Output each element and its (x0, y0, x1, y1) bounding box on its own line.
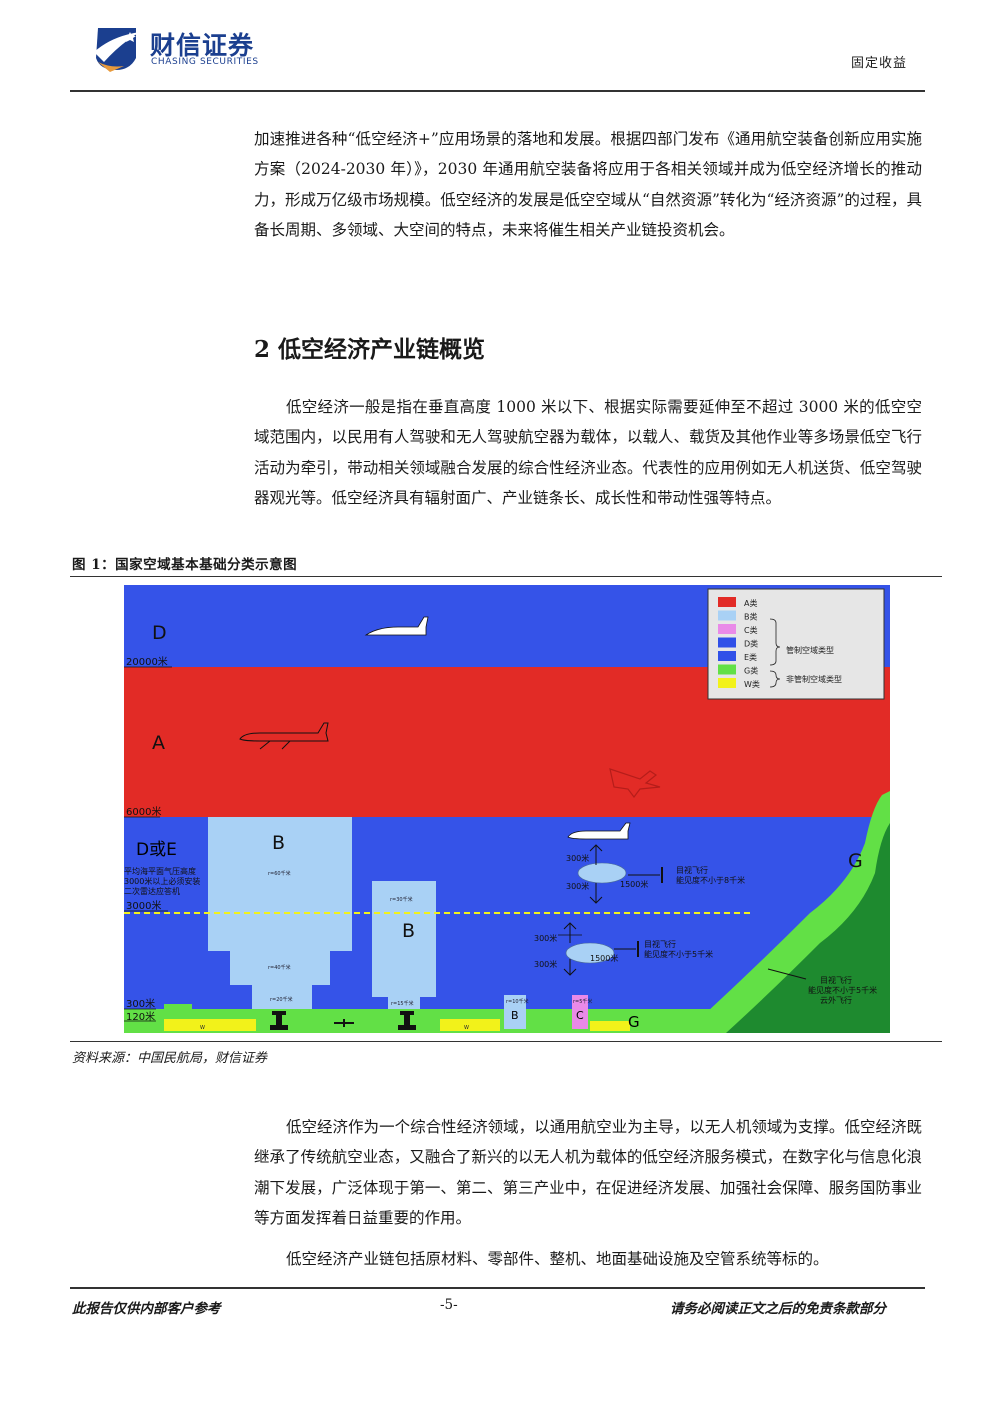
legend-label: W类 (744, 679, 760, 689)
radius-label-b1-lower: r=40千米 (268, 964, 291, 971)
fighter-jet-icon (609, 768, 661, 798)
vfr-upper-line-1: 目视飞行 (676, 865, 708, 875)
zone-label-g-terrain: G (848, 850, 863, 872)
figure-top-rule (70, 576, 942, 578)
vfr-upper-line-2: 能见度不小于8千米 (676, 875, 745, 885)
brand-name-en: CHASING SECURITIES (151, 57, 259, 67)
zone-label-b3: B (511, 1009, 519, 1022)
section-label: 固定收益 (851, 56, 908, 71)
airliner-icon (239, 722, 329, 750)
ground-w-zone-2 (440, 1019, 500, 1031)
g-note-arrow (767, 968, 807, 980)
legend-label: A类 (744, 598, 757, 608)
vfr-lower-sep-above: 300米 (534, 933, 557, 943)
legend-label: B类 (744, 612, 758, 622)
brand-name-cn: 财信证券 (150, 31, 255, 60)
ground-hill (164, 1004, 192, 1010)
legend-uncontrolled-label: 非管制空域类型 (786, 674, 842, 684)
vfr-separation-arrows-lower (563, 922, 639, 976)
altitude-label-3000: 3000米 (126, 899, 161, 912)
figure-bottom-rule (70, 1041, 942, 1043)
altitude-label-20000: 20000米 (126, 655, 168, 668)
ground-label-w1: W (200, 1025, 205, 1031)
control-tower-icon (270, 1011, 288, 1030)
zone-label-b2: B (402, 920, 415, 942)
radius-label-b3: r=10千米 (506, 998, 529, 1005)
logo-icon (94, 28, 140, 72)
zone-label-a: A (152, 732, 165, 754)
pressure-note-line-1: 平均海平面气压高度 (124, 866, 196, 876)
g-note-line-3: 云外飞行 (820, 995, 852, 1005)
ground-label-w2: W (464, 1025, 469, 1031)
legend-swatch (718, 637, 736, 648)
altitude-label-6000: 6000米 (126, 805, 161, 818)
legend-swatch (718, 678, 736, 688)
vfr-upper-sep-above: 300米 (566, 853, 589, 863)
legend-swatch (718, 597, 736, 607)
vfr-lower-sep-below: 300米 (534, 959, 557, 969)
vfr-upper-sep-below: 300米 (566, 881, 589, 891)
radius-label-b1-base: r=20千米 (270, 996, 293, 1003)
radius-label-b2-upper: r=30千米 (390, 896, 413, 903)
shuttle-icon (364, 616, 429, 636)
zone-b3 (504, 995, 526, 1029)
page-number: -5- (440, 1297, 458, 1313)
legend: A类 B类 C类 D类 E类 G类 W类 管制空域类型 非管制空域类型 (707, 588, 885, 700)
zone-label-d-or-e: D或E (136, 840, 177, 860)
g-note-line-1: 目视飞行 (820, 975, 852, 985)
radius-label-c: r=5千米 (573, 998, 592, 1005)
footer-disclaimer-left: 此报告仅供内部客户参考 (72, 1301, 221, 1317)
vfr-lower-line-1: 目视飞行 (644, 939, 676, 949)
paragraph-industry-chain: 低空经济产业链包括原材料、零部件、整机、地面基础设施及空管系统等标的。 (286, 1250, 829, 1268)
paragraph-definition: 低空经济一般是指在垂直高度 1000 米以下、根据实际需要延伸至不超过 3000… (254, 398, 922, 508)
legend-label: E类 (744, 652, 757, 662)
cloud-icon (577, 862, 627, 884)
ground-w-zone-1 (164, 1019, 256, 1031)
legend-label: D类 (744, 639, 758, 649)
zone-label-c: C (576, 1009, 584, 1022)
legend-swatch (718, 651, 736, 661)
zone-g-terrain-inner (726, 823, 890, 1033)
zone-label-b1: B (272, 832, 285, 854)
radius-label-b1-upper: r=60千米 (268, 870, 291, 877)
control-tower-icon (398, 1011, 416, 1030)
ground-w-zone-3 (590, 1021, 630, 1031)
altitude-label-120: 120米 (126, 1010, 155, 1023)
zone-label-g-ground: G (628, 1013, 640, 1031)
figure-source: 资料来源：中国民航局，财信证券 (72, 1051, 268, 1066)
pressure-note-line-3: 二次雷达应答机 (124, 886, 180, 896)
small-plane-icon (334, 1019, 354, 1027)
legend-controlled-label: 管制空域类型 (786, 645, 834, 655)
g-note-line-2: 能见度不小于5千米 (808, 985, 877, 995)
legend-label: G类 (744, 666, 758, 676)
zone-c (572, 995, 588, 1029)
header-divider (70, 90, 925, 92)
vfr-upper-horizontal: 1500米 (620, 879, 648, 889)
pressure-note-line-2: 3000米以上必须安装 (124, 876, 200, 886)
legend-swatch (718, 664, 736, 675)
figure-caption: 图 1：国家空域基本基础分类示意图 (72, 557, 298, 573)
paragraph-overview: 低空经济作为一个综合性经济领域，以通用航空业为主导，以无人机领域为支撑。低空经济… (254, 1118, 922, 1228)
radius-label-b2-base: r=15千米 (391, 1000, 414, 1007)
footer-disclaimer-right: 请务必阅读正文之后的免责条款部分 (670, 1301, 886, 1317)
legend-swatch (718, 624, 736, 634)
paragraph-intro: 加速推进各种“低空经济+”应用场景的落地和发展。根据四部门发布《通用航空装备创新… (254, 130, 922, 240)
cloud-icon (565, 942, 615, 964)
legend-swatch (718, 610, 736, 621)
vfr-separation-arrows-upper (589, 844, 663, 904)
section-heading: 2 低空经济产业链概览 (254, 336, 486, 363)
zone-label-d: D (152, 622, 167, 644)
airspace-classification-diagram: D A D或E B B B C G G W W 20000米 6000米 300… (124, 585, 890, 1033)
footer-divider (70, 1287, 925, 1289)
altitude-label-300: 300米 (126, 997, 155, 1010)
vfr-lower-horizontal: 1500米 (590, 953, 618, 963)
airliner-icon (567, 822, 631, 840)
legend-label: C类 (744, 625, 758, 635)
vfr-lower-line-2: 能见度不小于5千米 (644, 949, 713, 959)
